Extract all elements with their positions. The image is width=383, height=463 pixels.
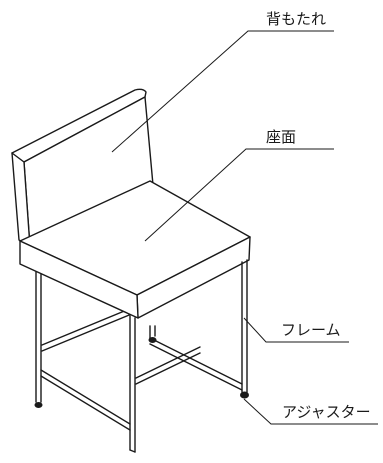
label-frame: フレーム <box>281 321 341 339</box>
leader-seat <box>144 148 334 242</box>
frame-rear <box>35 261 156 431</box>
adjuster-rear-right <box>148 337 157 343</box>
adjusters <box>34 337 249 408</box>
label-backrest: 背もたれ <box>266 10 326 28</box>
leader-lines <box>111 30 378 425</box>
seat <box>19 180 251 319</box>
leader-frame <box>243 317 349 343</box>
leader-backrest <box>111 30 334 153</box>
label-seat: 座面 <box>266 128 296 146</box>
label-adjuster: アジャスター <box>282 403 371 421</box>
adjuster-rear-left <box>34 402 43 408</box>
backrest <box>11 88 154 248</box>
frame-front <box>129 259 248 453</box>
leader-adjuster <box>243 398 378 425</box>
adjuster-front-right <box>240 391 249 399</box>
